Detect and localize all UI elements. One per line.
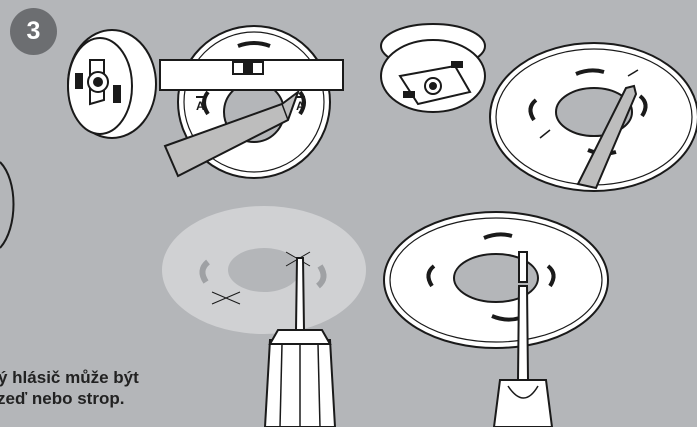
alignment-mark-a-left: A bbox=[196, 99, 205, 113]
mounting-plate-with-level bbox=[160, 26, 343, 178]
caption: ý hlásič může být zeď nebo strop. bbox=[0, 367, 139, 409]
detector-side-view-2 bbox=[381, 24, 485, 112]
caption-line-2: zeď nebo strop. bbox=[0, 388, 139, 409]
detector-side-view-1 bbox=[68, 30, 156, 138]
partial-outline-left bbox=[0, 162, 14, 248]
drilling-template bbox=[162, 206, 366, 427]
plate-screw-fixing bbox=[384, 212, 608, 427]
alignment-mark-a-right: A bbox=[296, 99, 305, 113]
caption-line-1: ý hlásič může být bbox=[0, 367, 139, 388]
step-number-badge: 3 bbox=[10, 8, 57, 55]
mounting-plate-marking bbox=[490, 43, 697, 191]
